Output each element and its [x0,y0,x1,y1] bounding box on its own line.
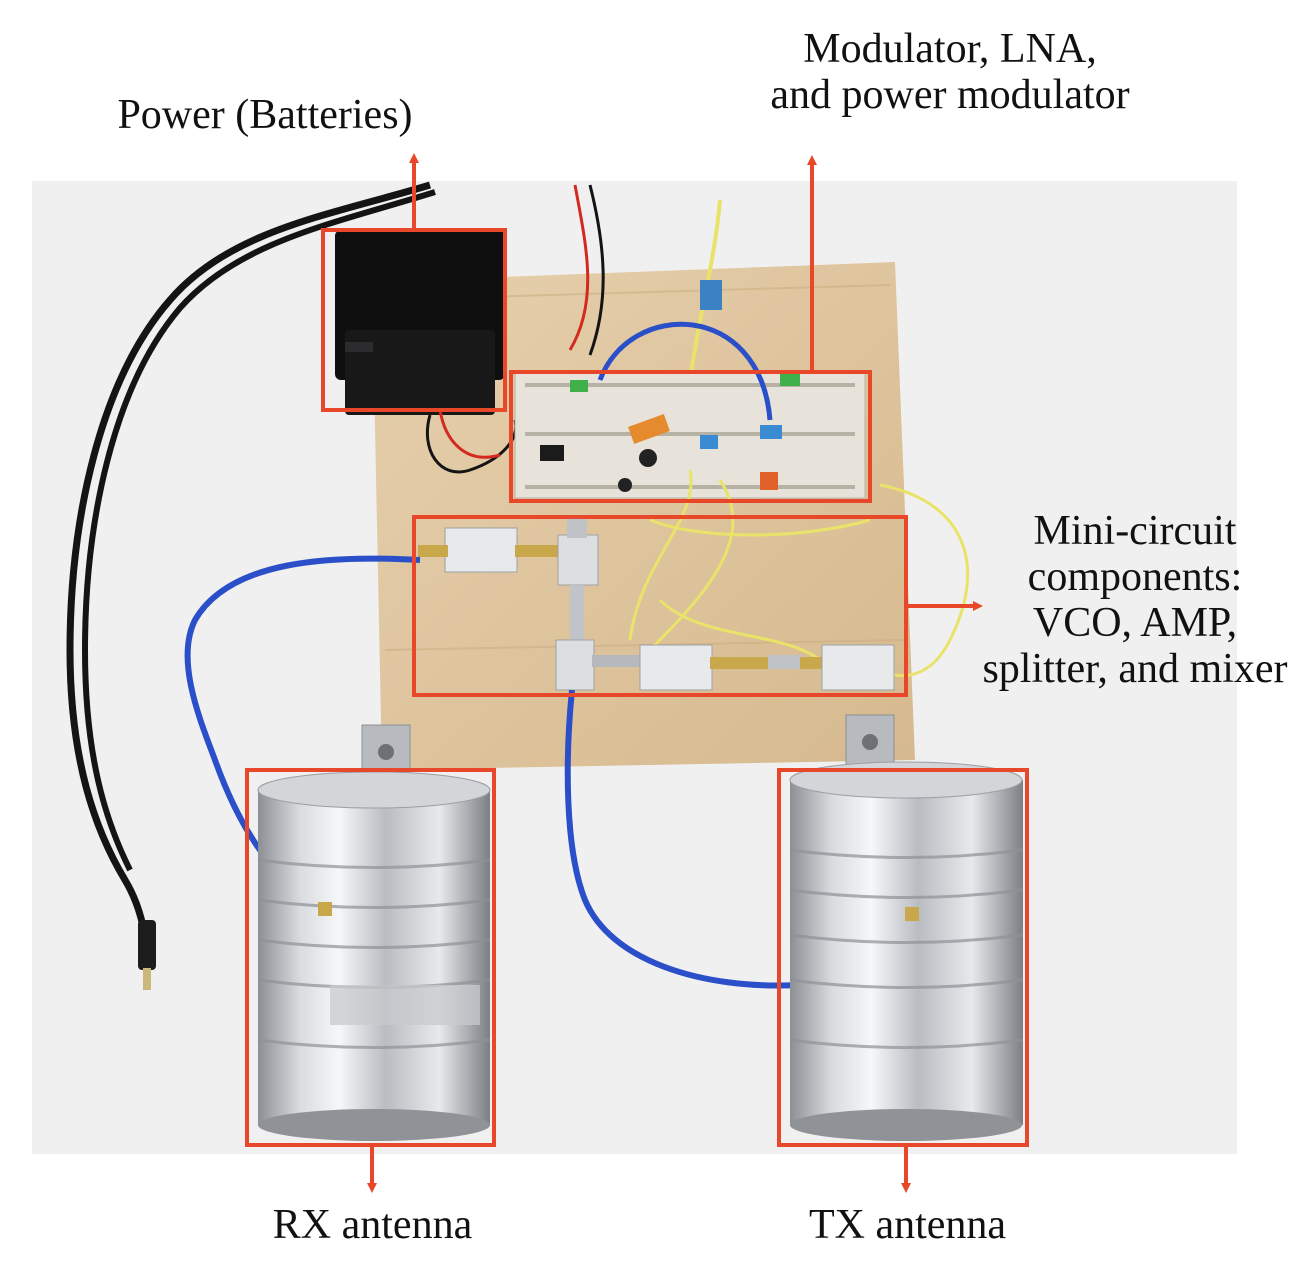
minicircuit-label-line-1: Mini-circuit [1033,508,1237,554]
rx-antenna-label: RX antenna [230,1202,515,1248]
tx-antenna-label: TX antenna [765,1202,1050,1248]
tx-antenna-label-line: TX antenna [808,1202,1007,1248]
modulator-box [509,370,872,503]
tx-box [777,768,1029,1147]
modulator-label-line-1: Modulator, LNA, [803,26,1097,72]
tx-antenna-can [789,761,1024,1141]
rx-coax-cable [184,555,421,908]
rx-antenna-label-line: RX antenna [272,1202,473,1248]
audio-cable [66,181,432,961]
rx-antenna-can [257,771,491,1141]
audio-plug [138,920,156,970]
minicircuit-label-line-3: VCO, AMP, [1032,600,1238,646]
power-label: Power (Batteries) [100,92,430,138]
minicircuit-label-line-4: splitter, and mixer [982,646,1288,692]
modulator-label: Modulator, LNA, and power modulator [745,26,1155,118]
minicircuit-label-line-2: components: [1027,554,1243,600]
mini-circuit-modules [418,518,895,691]
power-label-line: Power (Batteries) [117,92,413,138]
modulator-label-line-2: and power modulator [770,72,1130,118]
minicircuit-label: Mini-circuit components: VCO, AMP, split… [960,508,1310,692]
annotation-boxes [245,228,1029,1147]
